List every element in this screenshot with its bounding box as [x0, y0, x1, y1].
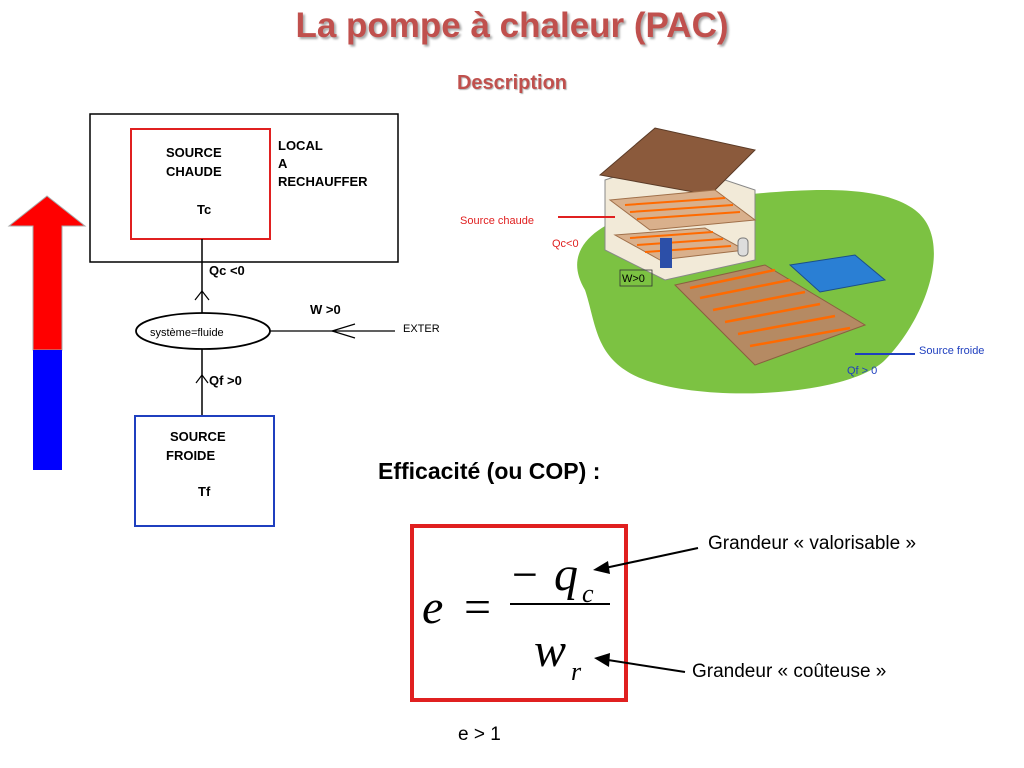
couteuse-arrowhead-icon — [594, 653, 610, 667]
temperature-arrow-icon — [7, 195, 87, 470]
cold-source-line1: SOURCE — [170, 429, 226, 444]
formula-equals: = — [464, 581, 491, 634]
cop-label: Efficacité (ou COP) : — [378, 458, 601, 484]
hot-source-temp: Tc — [197, 202, 211, 217]
upper-floor — [608, 189, 757, 231]
annotation-arrows — [593, 547, 699, 673]
qc-illus-label: Qc<0 — [552, 238, 579, 250]
hot-source-box — [130, 128, 271, 240]
work-label: W >0 — [310, 302, 341, 317]
local-line3: RECHAUFFER — [278, 174, 368, 189]
local-line1: LOCAL — [278, 138, 323, 153]
ground-collector — [674, 264, 867, 366]
w-illus-label: W>0 — [622, 273, 645, 285]
pool — [788, 254, 887, 293]
cold-source-line2: FROIDE — [166, 448, 215, 463]
local-box — [89, 113, 399, 263]
local-line2: A — [278, 156, 288, 171]
exterior-label: EXTER — [403, 323, 440, 335]
cold-source-box — [134, 415, 275, 527]
formula-box — [410, 524, 628, 702]
valorisable-arrow-line — [604, 547, 699, 569]
work-arrow-icon — [329, 323, 356, 339]
water-tank — [737, 237, 749, 257]
heat-pump-unit — [660, 238, 672, 268]
source-chaude-label: Source chaude — [460, 215, 534, 227]
formula-lhs: e — [422, 581, 443, 634]
ground-coil — [689, 268, 851, 348]
qf-arrow-icon — [195, 374, 209, 384]
qf-label: Qf >0 — [209, 373, 242, 388]
cold-source-temp: Tf — [198, 484, 211, 499]
valorisable-arrowhead-icon — [593, 561, 610, 574]
slide-title: La pompe à chaleur (PAC) — [295, 6, 729, 45]
annotation-couteuse: Grandeur « coûteuse » — [692, 661, 887, 682]
slide-subtitle: Description — [456, 72, 568, 94]
formula-numerator: q — [554, 548, 578, 601]
qf-illus-label: Qf > 0 — [847, 365, 877, 377]
middle-coil — [629, 231, 732, 253]
formula-denominator-sub: r — [571, 657, 582, 686]
house-illustration: Source chaude Qc<0 W>0 Source froide Qf … — [460, 127, 984, 394]
source-froide-label: Source froide — [919, 345, 984, 357]
annotation-valorisable: Grandeur « valorisable » — [708, 533, 917, 554]
couteuse-arrow-line — [607, 659, 686, 673]
upper-coil — [624, 197, 741, 220]
heat-pump-schematic: SOURCE CHAUDE Tc LOCAL A RECHAUFFER Qc <… — [7, 113, 440, 527]
house-roof — [598, 127, 756, 196]
qc-arrow-icon — [194, 290, 210, 301]
formula-minus: − — [512, 549, 538, 600]
w-illus-box — [619, 269, 653, 287]
cop-condition: e > 1 — [458, 724, 501, 745]
hot-source-line2: CHAUDE — [166, 164, 222, 179]
formula-numerator-sub: c — [582, 579, 594, 608]
qc-label: Qc <0 — [209, 263, 245, 278]
formula-denominator: w — [534, 624, 566, 677]
hot-source-line1: SOURCE — [166, 145, 222, 160]
system-label: système=fluide — [150, 327, 224, 339]
cop-formula: e = − q c w r — [422, 548, 610, 686]
